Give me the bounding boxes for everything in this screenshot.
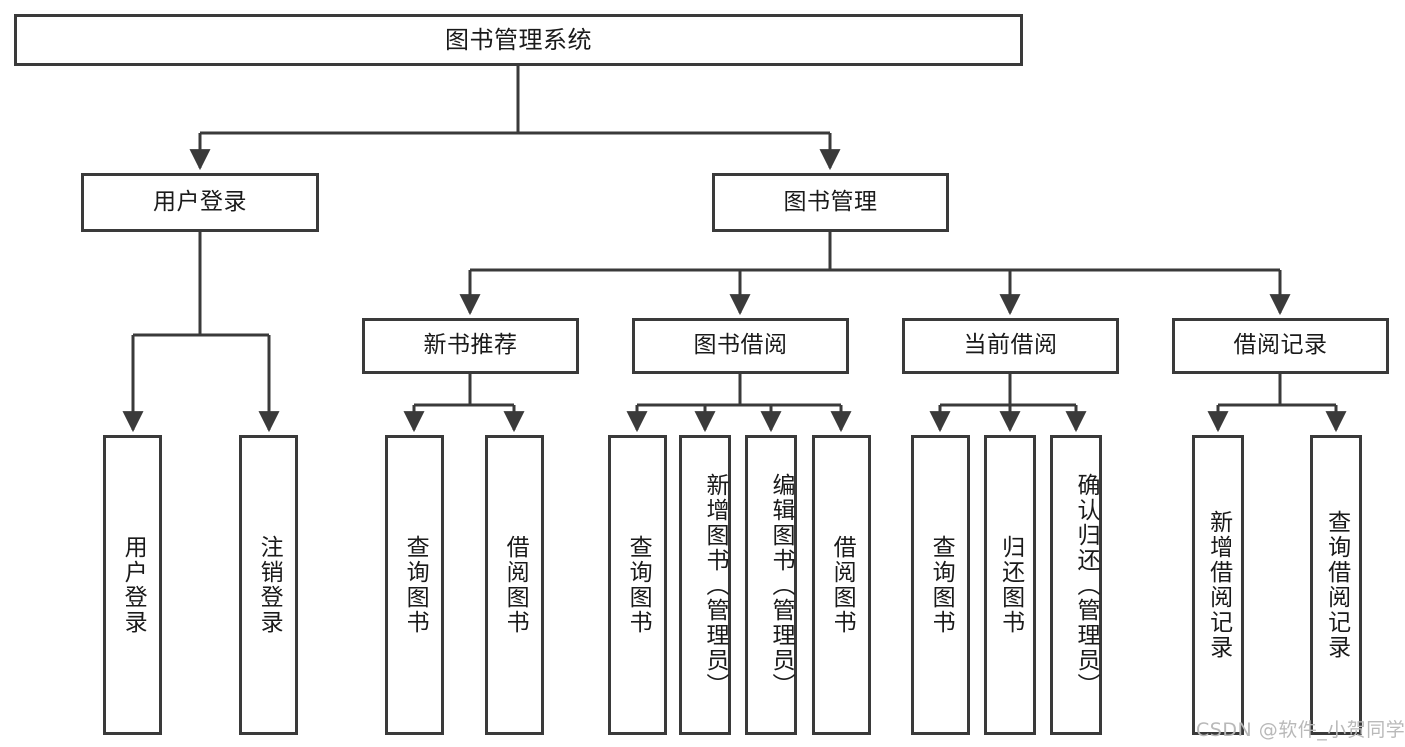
- edges-booklogin-to-leaves: [122, 232, 280, 433]
- node-book-manage[interactable]: 图书管理: [712, 173, 949, 232]
- node-leaf-query-book-current[interactable]: 查询图书: [911, 435, 970, 735]
- node-leaf-return-book-label: 归还图书: [997, 535, 1024, 635]
- node-leaf-query-book-current-label: 查询图书: [928, 535, 955, 635]
- node-leaf-query-book-recommend-label: 查询图书: [402, 535, 429, 635]
- node-leaf-user-logout-label: 注销登录: [256, 535, 283, 635]
- node-leaf-add-book-admin-label: 新增图书（管理员）: [702, 472, 728, 698]
- node-leaf-confirm-return-admin[interactable]: 确认归还（管理员）: [1050, 435, 1102, 735]
- node-leaf-edit-book-admin[interactable]: 编辑图书（管理员）: [745, 435, 797, 735]
- node-leaf-edit-book-admin-label: 编辑图书（管理员）: [768, 472, 794, 698]
- edges-current-to-leaves: [929, 374, 1087, 433]
- node-leaf-confirm-return-admin-label: 确认归还（管理员）: [1073, 472, 1099, 698]
- edges-recommend-to-leaves: [403, 374, 525, 433]
- node-leaf-borrow-book[interactable]: 借阅图书: [812, 435, 871, 735]
- node-leaf-user-login-label: 用户登录: [120, 535, 147, 635]
- node-leaf-user-logout[interactable]: 注销登录: [239, 435, 298, 735]
- node-user-login[interactable]: 用户登录: [81, 173, 319, 232]
- node-current-borrow-label: 当前借阅: [963, 332, 1058, 359]
- node-book-borrow-label: 图书借阅: [693, 332, 788, 359]
- node-leaf-query-borrow-record[interactable]: 查询借阅记录: [1310, 435, 1362, 735]
- watermark: CSDN @软件_小贺同学: [1196, 719, 1405, 741]
- edges-record-to-leaves: [1207, 374, 1347, 433]
- node-leaf-borrow-book-recommend[interactable]: 借阅图书: [485, 435, 544, 735]
- edges-root-to-level2: [189, 66, 841, 171]
- node-leaf-return-book[interactable]: 归还图书: [984, 435, 1036, 735]
- node-leaf-borrow-book-recommend-label: 借阅图书: [502, 535, 529, 635]
- node-new-book-recommend[interactable]: 新书推荐: [362, 318, 579, 374]
- node-leaf-borrow-book-label: 借阅图书: [829, 535, 856, 635]
- edges-bookmanage-to-level3: [459, 232, 1291, 316]
- node-leaf-query-book-borrow[interactable]: 查询图书: [608, 435, 667, 735]
- node-leaf-query-borrow-record-label: 查询借阅记录: [1323, 510, 1350, 660]
- node-user-login-label: 用户登录: [153, 188, 247, 215]
- node-leaf-query-book-recommend[interactable]: 查询图书: [385, 435, 444, 735]
- node-leaf-add-borrow-record[interactable]: 新增借阅记录: [1192, 435, 1244, 735]
- node-leaf-add-book-admin[interactable]: 新增图书（管理员）: [679, 435, 731, 735]
- node-book-borrow[interactable]: 图书借阅: [632, 318, 849, 374]
- node-root[interactable]: 图书管理系统: [14, 14, 1023, 66]
- node-borrow-record[interactable]: 借阅记录: [1172, 318, 1389, 374]
- node-book-manage-label: 图书管理: [783, 188, 878, 215]
- node-new-book-recommend-label: 新书推荐: [423, 332, 518, 359]
- node-leaf-add-borrow-record-label: 新增借阅记录: [1205, 510, 1232, 660]
- node-root-label: 图书管理系统: [445, 25, 592, 54]
- node-leaf-user-login[interactable]: 用户登录: [103, 435, 162, 735]
- node-borrow-record-label: 借阅记录: [1233, 332, 1328, 359]
- node-current-borrow[interactable]: 当前借阅: [902, 318, 1119, 374]
- edges-borrow-to-leaves: [626, 374, 852, 433]
- node-leaf-query-book-borrow-label: 查询图书: [625, 535, 652, 635]
